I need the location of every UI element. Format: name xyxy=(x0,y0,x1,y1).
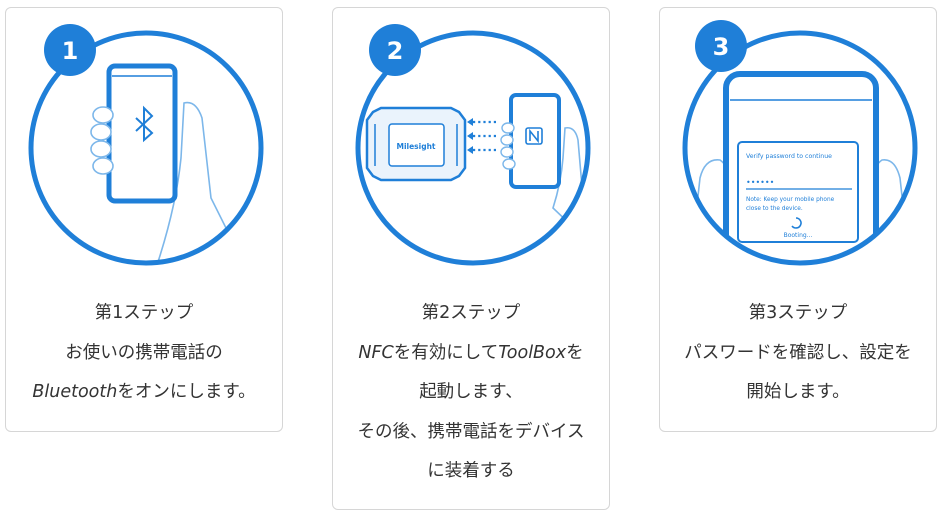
toolbox-word: ToolBox xyxy=(498,342,567,363)
step-1-illustration: 1 xyxy=(6,8,282,270)
step-1-number: 1 xyxy=(62,37,79,65)
note-line-2: close to the device. xyxy=(746,206,803,212)
step-1-line-2: お使いの携帯電話の xyxy=(65,342,223,363)
step-3-illustration: Verify password to continue •••••• Note:… xyxy=(660,8,936,270)
step-2-number-badge xyxy=(369,24,421,76)
step-2-line-5: に装着する xyxy=(427,461,515,481)
step-2-description: 第2ステップ NFCを有効にしてToolBoxを 起動します、 その後、携帯電話… xyxy=(333,294,609,492)
step-3-line-2: パスワードを確認し、設定を xyxy=(684,342,912,363)
step-2-line-3: 起動します、 xyxy=(419,382,523,402)
step-1-line-3-rest: をオンにします。 xyxy=(117,382,256,402)
loading-spinner-icon xyxy=(791,217,802,229)
step-3-line-3: 開始します。 xyxy=(746,382,850,402)
step-1-card: 1 第1ステップ お使いの携帯電話の Bluetoothをオンにします。 xyxy=(5,7,283,432)
step-1-number-badge xyxy=(44,24,96,76)
nfc-word: NFC xyxy=(358,342,394,363)
verify-password-prompt: Verify password to continue xyxy=(746,153,832,160)
step-1-description: 第1ステップ お使いの携帯電話の Bluetoothをオンにします。 xyxy=(6,294,282,413)
note-line-1: Note: Keep your mobile phone xyxy=(746,197,835,203)
step-2-title: 第2ステップ xyxy=(421,303,521,323)
device-brand-label: Milesight xyxy=(396,142,435,151)
step-3-card: Verify password to continue •••••• Note:… xyxy=(659,7,937,432)
step-3-description: 第3ステップ パスワードを確認し、設定を 開始します。 xyxy=(660,294,936,413)
step-2-illustration: Milesight 2 xyxy=(333,8,609,270)
step-2-line-2-end: を xyxy=(566,342,584,363)
step-2-number: 2 xyxy=(387,37,404,65)
step-2-card: Milesight 2 第2ステップ NFCを有効にしてToolBoxを xyxy=(332,7,610,510)
booting-status: Booting... xyxy=(784,232,813,239)
step-2-line-2: NFCを有効にしてToolBoxを xyxy=(333,334,609,374)
step-1-line-3: Bluetoothをオンにします。 xyxy=(6,373,282,413)
nfc-icon xyxy=(525,127,543,145)
milesight-device: Milesight xyxy=(365,106,467,182)
transfer-arrows xyxy=(473,120,499,152)
bluetooth-word: Bluetooth xyxy=(32,382,118,402)
step-2-line-4: その後、携帯電話をデバイス xyxy=(357,421,585,442)
step-3-title: 第3ステップ xyxy=(748,303,848,323)
bluetooth-icon xyxy=(135,105,154,143)
step-3-number-badge xyxy=(695,20,747,72)
step-1-title: 第1ステップ xyxy=(94,303,194,323)
password-mask: •••••• xyxy=(746,178,774,187)
step-2-line-2-mid: を有効にして xyxy=(393,342,499,363)
step-3-number: 3 xyxy=(713,33,730,61)
